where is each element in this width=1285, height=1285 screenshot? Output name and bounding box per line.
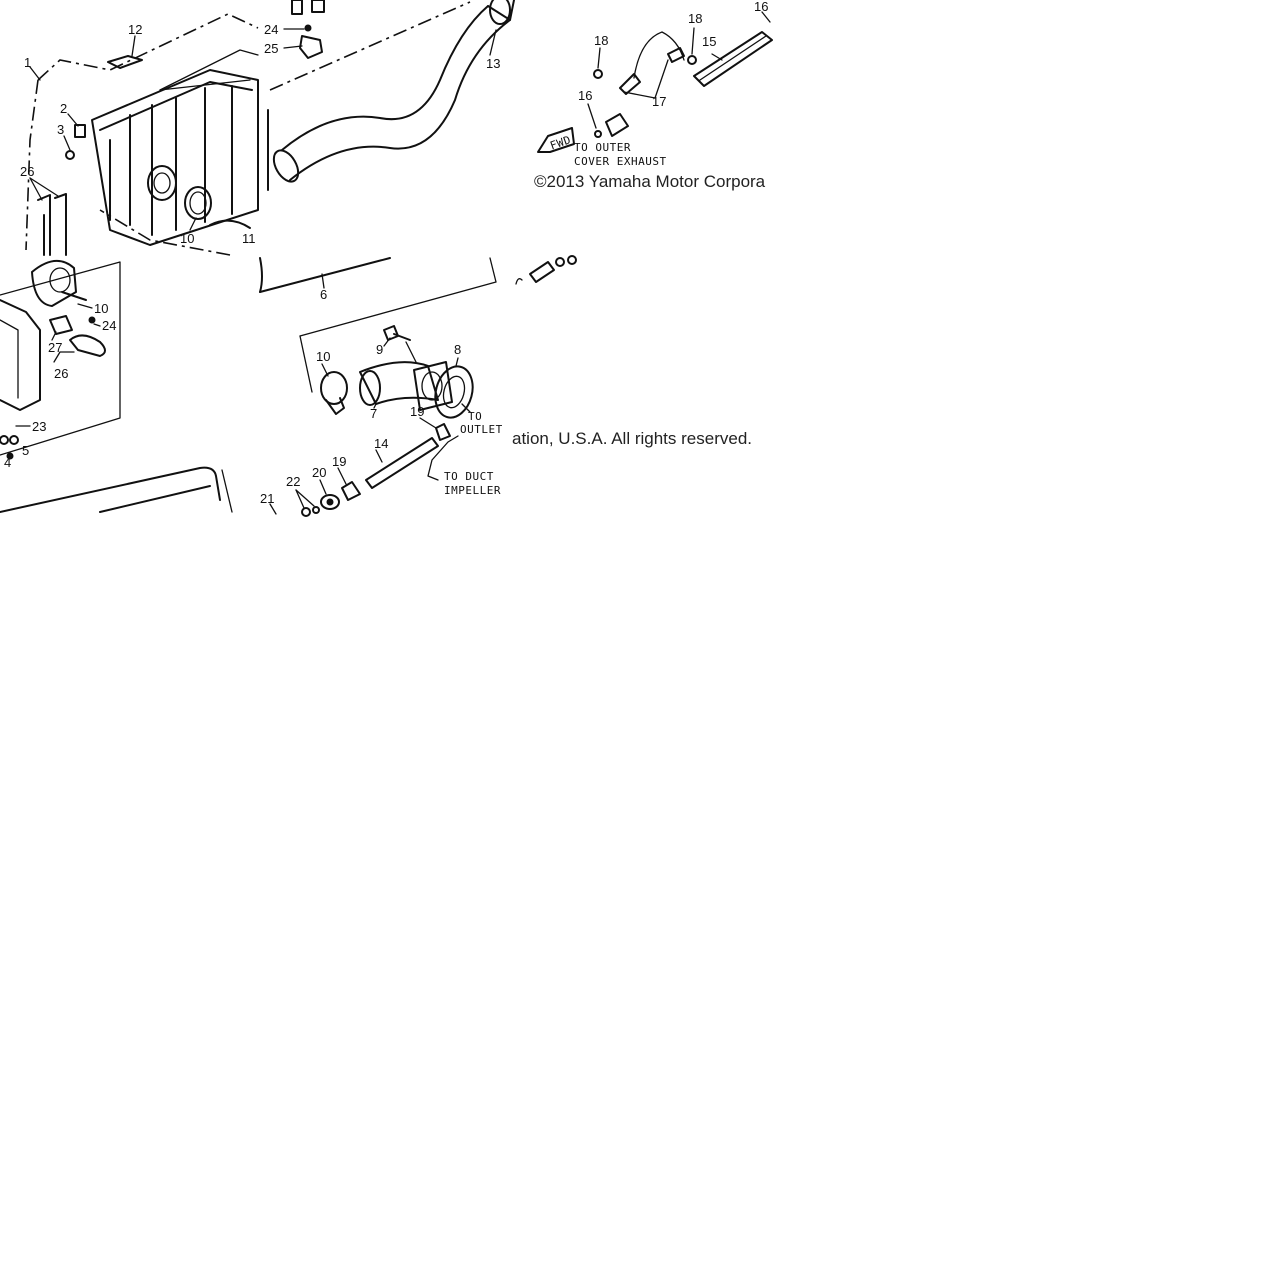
callout-21: 21	[260, 491, 274, 506]
note-to: TO	[468, 410, 482, 423]
cooling-hose-parts: 18 18 16 16 15 17 FWD TO OUTER COVER EXH…	[537, 0, 773, 168]
callout-14: 14	[374, 436, 388, 451]
callout-19-lower: 19	[332, 454, 346, 469]
callout-5: 5	[22, 443, 29, 458]
callout-20: 20	[312, 465, 326, 480]
exhaust-outlet-assembly: 6 9 7 8 10 TO OUTLET 19 14	[259, 257, 503, 517]
copyright-line-2: ation, U.S.A. All rights reserved.	[512, 429, 752, 449]
note-cover-exhaust: COVER EXHAUST	[574, 155, 667, 168]
note-impeller: IMPELLER	[444, 484, 501, 497]
note-to-outer: TO OUTER	[574, 141, 631, 154]
airbox-assembly: 1 2 3 12 10 11 26	[20, 13, 259, 256]
callout-4: 4	[4, 455, 11, 470]
callout-18-left: 18	[594, 33, 608, 48]
intake-housing-lower: 10 24 27 26 23 4 5	[0, 260, 233, 513]
callout-23: 23	[32, 419, 46, 434]
callout-10-lower: 10	[94, 301, 108, 316]
callout-8: 8	[454, 342, 461, 357]
callout-27: 27	[48, 340, 62, 355]
note-to-duct: TO DUCT	[444, 470, 494, 483]
callout-26-lower: 26	[54, 366, 68, 381]
callout-11: 11	[242, 231, 256, 246]
callout-22: 22	[286, 474, 300, 489]
copyright-line-1: ©2013 Yamaha Motor Corpora	[534, 172, 766, 192]
callout-9: 9	[376, 342, 383, 357]
callout-7: 7	[370, 406, 377, 421]
callout-2: 2	[60, 101, 67, 116]
callout-25: 25	[264, 41, 278, 56]
callout-24-lower: 24	[102, 318, 116, 333]
callout-15: 15	[702, 34, 716, 49]
callout-18-right: 18	[688, 11, 702, 26]
callout-12: 12	[128, 22, 142, 37]
fitting-detail	[515, 255, 577, 285]
callout-1: 1	[24, 55, 31, 70]
fwd-label: FWD	[548, 133, 573, 153]
callout-3: 3	[57, 122, 64, 137]
callout-24: 24	[264, 22, 278, 37]
callout-17: 17	[652, 94, 666, 109]
callout-6: 6	[320, 287, 327, 302]
note-outlet: OUTLET	[460, 423, 503, 436]
callout-19-upper: 19	[410, 404, 424, 419]
callout-10: 10	[180, 231, 194, 246]
callout-16-right: 16	[754, 0, 768, 14]
callout-16-left: 16	[578, 88, 592, 103]
callout-10-middle: 10	[316, 349, 330, 364]
exhaust-hose-assembly: 24 25 13	[264, 0, 515, 191]
callout-13: 13	[486, 56, 500, 71]
callout-26: 26	[20, 164, 34, 179]
